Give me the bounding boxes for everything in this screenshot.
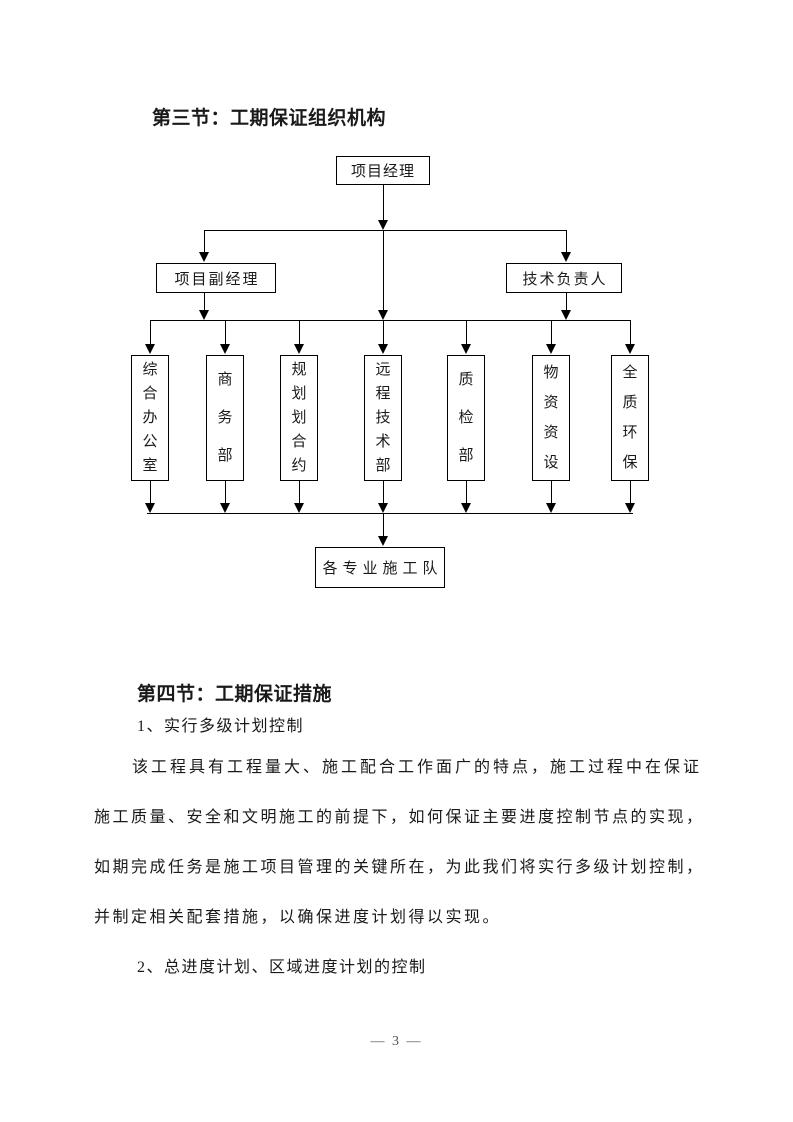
connector-line [466,321,467,345]
org-box-label: 全质环保 [622,365,638,471]
arrow-down-icon [220,344,230,354]
section3-heading: 第三节：工期保证组织机构 [152,108,387,129]
arrow-down-icon [625,503,635,513]
connector-line [630,321,631,345]
org-box-label: 物资资设 [543,365,559,471]
connector-line [566,293,567,311]
paragraph-line: 该工程具有工程量大、施工配合工作面广的特点，施工过程中在保证 [132,759,703,776]
connector-line [551,481,552,504]
org-box-label: 商务部 [217,372,233,464]
arrow-down-icon [378,344,388,354]
arrow-down-icon [561,252,571,262]
paragraph-line: 施工质量、安全和文明施工的前提下，如何保证主要进度控制节点的实现， [94,809,705,826]
org-box-materials-equipment: 物资资设 [532,355,570,481]
connector-line [225,481,226,504]
connector-line [204,230,567,231]
arrow-down-icon [199,252,209,262]
connector-line [383,231,384,311]
arrow-down-icon [294,344,304,354]
arrow-down-icon [220,503,230,513]
org-box-deputy-project-manager: 项目副经理 [156,263,276,293]
arrow-down-icon [145,503,155,513]
org-box-quality-inspection-dept: 质检部 [447,355,485,481]
arrow-down-icon [294,503,304,513]
connector-line [383,185,384,221]
connector-line [147,513,633,514]
org-box-construction-teams: 各专业施工队 [315,547,445,588]
arrow-down-icon [145,344,155,354]
connector-line [551,321,552,345]
org-box-remote-tech-dept: 远程技术部 [364,355,402,481]
org-box-planning-contract: 规划划合约 [280,355,318,481]
org-box-business-dept: 商务部 [206,355,244,481]
org-box-project-manager: 项目经理 [336,156,430,185]
connector-line [566,231,567,252]
arrow-down-icon [378,220,388,230]
connector-line [630,481,631,504]
arrow-down-icon [199,310,209,320]
connector-line [204,231,205,252]
arrow-down-icon [625,344,635,354]
connector-line [466,481,467,504]
list-item-1: 1、实行多级计划控制 [137,718,305,735]
paragraph-line: 如期完成任务是施工项目管理的关键所在，为此我们将实行多级计划控制， [94,859,705,876]
arrow-down-icon [461,344,471,354]
connector-line [383,481,384,504]
org-box-label: 综合办公室 [142,362,158,474]
org-box-general-office: 综合办公室 [131,355,169,481]
arrow-down-icon [461,503,471,513]
connector-line [299,321,300,345]
arrow-down-icon [561,310,571,320]
connector-line [150,320,631,321]
connector-line [299,481,300,504]
connector-line [150,481,151,504]
connector-line [150,321,151,345]
arrow-down-icon [546,344,556,354]
connector-line [383,514,384,537]
paragraph-line: 并制定相关配套措施，以确保进度计划得以实现。 [94,909,502,926]
arrow-down-icon [378,310,388,320]
org-box-label: 质检部 [458,372,474,464]
arrow-down-icon [546,503,556,513]
arrow-down-icon [378,503,388,513]
org-box-label: 远程技术部 [375,362,391,474]
org-box-safety-quality-env: 全质环保 [611,355,649,481]
connector-line [383,321,384,345]
arrow-down-icon [378,536,388,546]
org-box-label: 规划划合约 [291,362,307,474]
connector-line [204,293,205,311]
org-box-technical-director: 技术负责人 [506,263,622,293]
section4-heading: 第四节：工期保证措施 [137,684,333,705]
page-number: — 3 — [370,1034,423,1049]
list-item-2: 2、总进度计划、区域进度计划的控制 [137,959,427,976]
connector-line [225,321,226,345]
